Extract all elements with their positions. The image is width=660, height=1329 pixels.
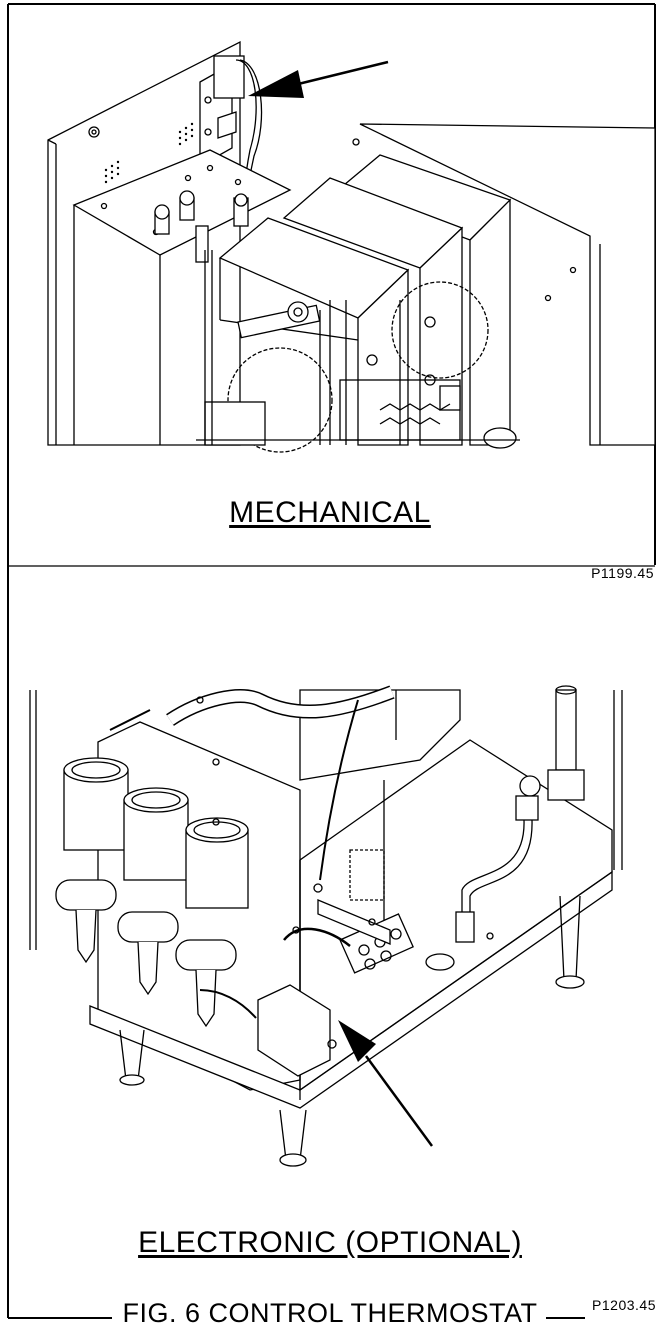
panel-caption-mechanical: MECHANICAL: [229, 496, 431, 529]
part-code-electronic: P1203.45: [592, 1297, 656, 1313]
mechanical-illustration: [47, 40, 656, 453]
part-code-mechanical: P1199.45: [591, 565, 654, 581]
panel-caption-electronic: ELECTRONIC (OPTIONAL): [138, 1226, 522, 1259]
figure-title: FIG. 6 CONTROL THERMOSTAT: [0, 1298, 660, 1329]
pointer-arrow-electronic: [338, 1020, 434, 1147]
electronic-illustration: [29, 685, 623, 1167]
pointer-arrow-mechanical: [248, 60, 389, 98]
